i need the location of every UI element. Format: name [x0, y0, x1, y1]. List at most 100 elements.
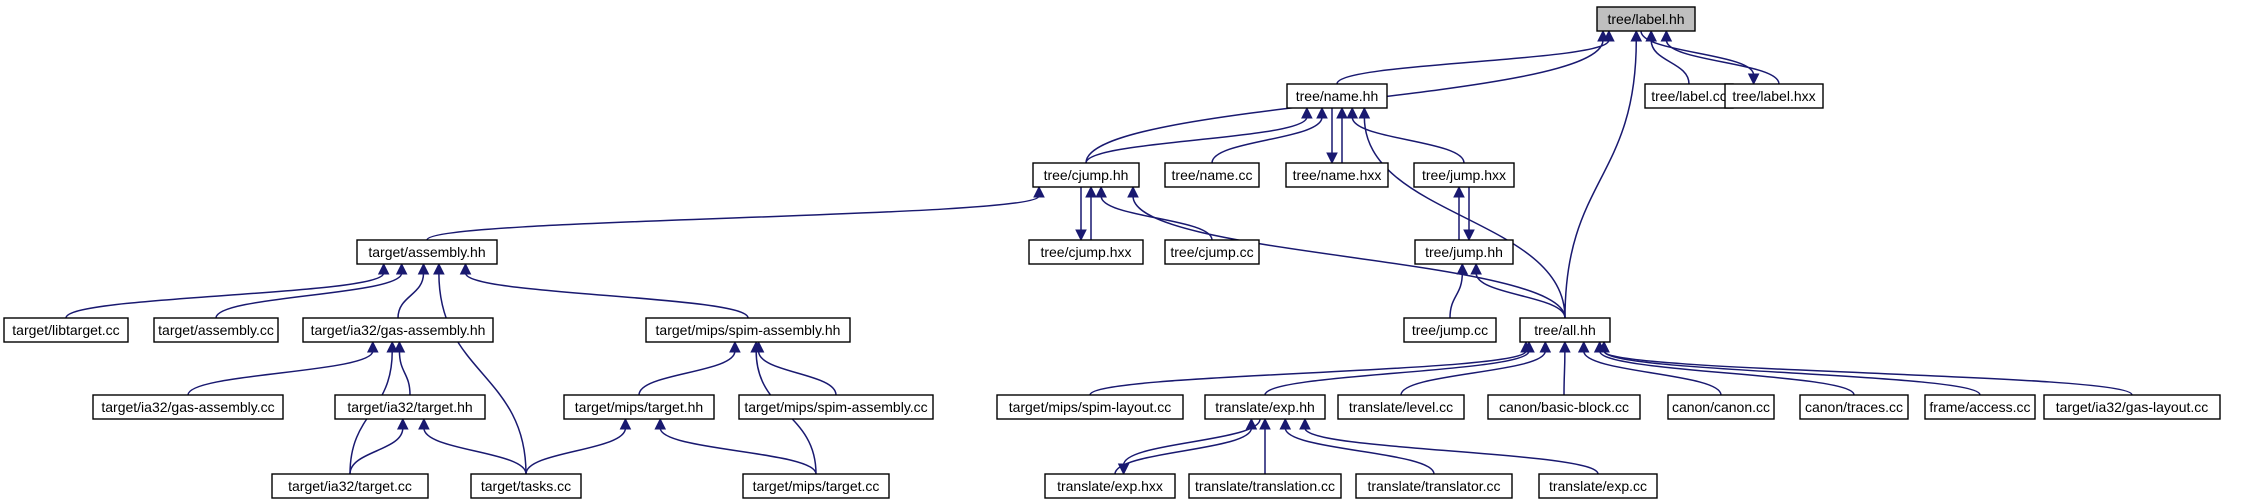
node-box[interactable] — [1519, 317, 1611, 343]
edge-cjump_hh-to-name_hh — [1085, 106, 1313, 164]
node-translator-cc[interactable]: translate/translator.cc — [1355, 473, 1513, 499]
node-box[interactable] — [153, 317, 279, 343]
node-box[interactable] — [563, 394, 715, 420]
node-translation-cc[interactable]: translate/translation.cc — [1188, 473, 1342, 499]
node-box[interactable] — [2043, 394, 2221, 420]
arrowhead-icon — [1660, 29, 1673, 42]
node-exp-hh[interactable]: translate/exp.hh — [1204, 394, 1326, 420]
node-box[interactable] — [1285, 162, 1389, 188]
arrowhead-icon — [1523, 340, 1535, 353]
edge-spim_layout_cc-to-all_hh — [1089, 340, 1532, 396]
node-box[interactable] — [742, 473, 890, 499]
node-name-hh[interactable]: tree/name.hh — [1286, 83, 1388, 109]
node-label: canon/traces.cc — [1805, 399, 1903, 415]
node-spim-assembly-hh[interactable]: target/mips/spim-assembly.hh — [645, 317, 851, 343]
node-label: tree/all.hh — [1534, 322, 1595, 338]
arrowhead-icon — [1358, 106, 1371, 119]
node-box[interactable] — [1799, 394, 1909, 420]
edge-line — [1122, 418, 1261, 466]
node-box[interactable] — [1164, 162, 1260, 188]
node-box[interactable] — [645, 317, 851, 343]
node-box[interactable] — [1337, 394, 1465, 420]
node-box[interactable] — [1044, 473, 1176, 499]
node-cjump-cc[interactable]: tree/cjump.cc — [1164, 239, 1260, 265]
node-jump-hh[interactable]: tree/jump.hh — [1414, 239, 1514, 265]
node-jump-hxx[interactable]: tree/jump.hxx — [1413, 162, 1515, 188]
node-box[interactable] — [1538, 473, 1658, 499]
node-gas-layout-cc[interactable]: target/ia32/gas-layout.cc — [2043, 394, 2221, 420]
edge-jump_hxx-to-name_hh — [1346, 106, 1465, 164]
node-ia32-target-hh[interactable]: target/ia32/target.hh — [334, 394, 486, 420]
node-box[interactable] — [356, 239, 498, 265]
node-gas-assembly-hh[interactable]: target/ia32/gas-assembly.hh — [302, 317, 494, 343]
node-box[interactable] — [1414, 239, 1514, 265]
node-gas-assembly-cc[interactable]: target/ia32/gas-assembly.cc — [92, 394, 284, 420]
node-label: tree/label.hxx — [1732, 88, 1815, 104]
node-basic-block-cc[interactable]: canon/basic-block.cc — [1487, 394, 1641, 420]
node-box[interactable] — [334, 394, 486, 420]
node-box[interactable] — [1596, 6, 1696, 32]
node-cjump-hxx[interactable]: tree/cjump.hxx — [1028, 239, 1144, 265]
node-traces-cc[interactable]: canon/traces.cc — [1799, 394, 1909, 420]
node-all-hh[interactable]: tree/all.hh — [1519, 317, 1611, 343]
node-box[interactable] — [1028, 239, 1144, 265]
edge-line — [1264, 350, 1530, 396]
arrowhead-icon — [654, 417, 667, 430]
node-cjump-hh[interactable]: tree/cjump.hh — [1032, 162, 1140, 188]
node-box[interactable] — [1188, 473, 1342, 499]
node-box[interactable] — [1667, 394, 1775, 420]
node-box[interactable] — [3, 317, 129, 343]
node-box[interactable] — [1724, 83, 1824, 109]
node-assembly-cc[interactable]: target/assembly.cc — [153, 317, 279, 343]
node-box[interactable] — [1487, 394, 1641, 420]
node-label-cc[interactable]: tree/label.cc — [1644, 83, 1734, 109]
node-mips-target-cc[interactable]: target/mips/target.cc — [742, 473, 890, 499]
node-tasks-cc[interactable]: target/tasks.cc — [470, 473, 582, 499]
node-box[interactable] — [92, 394, 284, 420]
node-canon-cc[interactable]: canon/canon.cc — [1667, 394, 1775, 420]
node-box[interactable] — [1286, 83, 1388, 109]
node-label: target/assembly.hh — [368, 244, 485, 260]
edge-line — [659, 427, 817, 475]
node-label-hh[interactable]: tree/label.hh — [1596, 6, 1696, 32]
edge-line — [398, 350, 411, 396]
node-box[interactable] — [996, 394, 1184, 420]
node-level-cc[interactable]: translate/level.cc — [1337, 394, 1465, 420]
node-box[interactable] — [271, 473, 429, 499]
arrowhead-icon — [750, 340, 762, 353]
node-box[interactable] — [1032, 162, 1140, 188]
node-name-cc[interactable]: tree/name.cc — [1164, 162, 1260, 188]
node-spim-assembly-cc[interactable]: target/mips/spim-assembly.cc — [738, 394, 934, 420]
node-exp-cc[interactable]: translate/exp.cc — [1538, 473, 1658, 499]
edge-line — [1665, 39, 1780, 85]
edge-ia32_target_cc-to-ia32_target_hh — [349, 417, 409, 475]
node-box[interactable] — [738, 394, 934, 420]
node-libtarget-cc[interactable]: target/libtarget.cc — [3, 317, 129, 343]
node-assembly-hh[interactable]: target/assembly.hh — [356, 239, 498, 265]
node-box[interactable] — [1413, 162, 1515, 188]
edge-line — [215, 272, 403, 319]
edge-line — [1475, 272, 1566, 319]
node-box[interactable] — [302, 317, 494, 343]
node-label-hxx[interactable]: tree/label.hxx — [1724, 83, 1824, 109]
arrowhead-icon — [1346, 106, 1359, 119]
arrowhead-icon — [1597, 29, 1609, 42]
node-box[interactable] — [1355, 473, 1513, 499]
node-box[interactable] — [1924, 394, 2036, 420]
node-box[interactable] — [470, 473, 582, 499]
node-exp-hxx[interactable]: translate/exp.hxx — [1044, 473, 1176, 499]
node-mips-target-hh[interactable]: target/mips/target.hh — [563, 394, 715, 420]
node-label: target/assembly.cc — [158, 322, 274, 338]
node-access-cc[interactable]: frame/access.cc — [1924, 394, 2036, 420]
node-box[interactable] — [1204, 394, 1326, 420]
arrowhead-icon — [1453, 185, 1465, 198]
node-name-hxx[interactable]: tree/name.hxx — [1285, 162, 1389, 188]
node-ia32-target-cc[interactable]: target/ia32/target.cc — [271, 473, 429, 499]
node-jump-cc[interactable]: tree/jump.cc — [1403, 317, 1497, 343]
node-box[interactable] — [1403, 317, 1497, 343]
node-box[interactable] — [1164, 239, 1260, 265]
edge-line — [423, 427, 527, 475]
edge-name_cc-to-name_hh — [1211, 106, 1328, 164]
node-spim-layout-cc[interactable]: target/mips/spim-layout.cc — [996, 394, 1184, 420]
node-box[interactable] — [1644, 83, 1734, 109]
